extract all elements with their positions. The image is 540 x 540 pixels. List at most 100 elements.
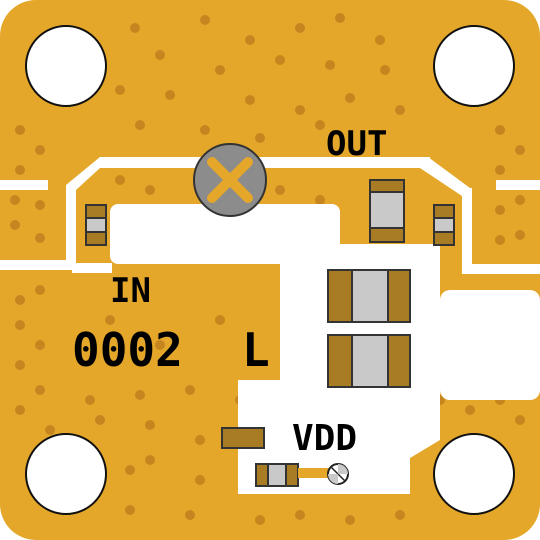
via-dot	[95, 415, 105, 425]
via-dot	[125, 505, 135, 515]
bias-resistor	[221, 427, 265, 449]
via-dot	[45, 425, 55, 435]
via-dot	[515, 195, 525, 205]
via-dot	[195, 475, 205, 485]
via-dot	[15, 320, 25, 330]
via-dot	[465, 405, 475, 415]
mounting-hole-icon	[25, 433, 107, 515]
output-trace-right-vertical	[462, 188, 472, 273]
via-dot	[185, 385, 195, 395]
input-trace-left-top	[0, 180, 48, 190]
via-dot	[395, 105, 405, 115]
via-dot	[165, 90, 175, 100]
via-dot	[335, 13, 345, 23]
via-dot	[200, 15, 210, 25]
via-dot	[35, 200, 45, 210]
in-pad-lower	[72, 263, 112, 273]
via-dot	[215, 65, 225, 75]
via-dot	[15, 165, 25, 175]
die-marker	[193, 143, 267, 217]
via-dot	[15, 125, 25, 135]
via-dot	[115, 175, 125, 185]
output-trace-right-bottom	[462, 264, 540, 274]
via-dot	[275, 55, 285, 65]
via-dot	[345, 515, 355, 525]
in-label: IN	[110, 271, 151, 311]
via-dot	[15, 295, 25, 305]
via-dot	[515, 230, 525, 240]
via-dot	[10, 220, 20, 230]
via-dot	[145, 420, 155, 430]
output-capacitor-body	[433, 217, 455, 233]
vdd-label: VDD	[292, 418, 357, 459]
via-dot	[345, 93, 355, 103]
via-dot	[495, 205, 505, 215]
via-dot	[495, 125, 505, 135]
via-dot	[275, 185, 285, 195]
mounting-hole-icon	[433, 433, 515, 515]
via-field	[10, 13, 525, 525]
decoupling-capacitor-2-body	[351, 334, 389, 388]
via-dot	[125, 465, 135, 475]
mounting-holes	[25, 25, 515, 515]
out-label: OUT	[326, 124, 387, 164]
input-trace-left-bottom	[0, 260, 72, 270]
via-dot	[395, 510, 405, 520]
components	[85, 179, 455, 487]
via-dot	[295, 23, 305, 33]
main-trace-top	[100, 157, 430, 168]
via-dot	[295, 105, 305, 115]
via-dot	[515, 415, 525, 425]
via-dot	[10, 195, 20, 205]
via-dot	[375, 35, 385, 45]
ground-pad-icon	[327, 463, 349, 485]
via-dot	[315, 195, 325, 205]
input-trace-left-vertical	[66, 185, 76, 270]
via-dot	[325, 60, 335, 70]
via-dot	[155, 340, 165, 350]
output-trace-diagonal	[420, 157, 470, 196]
via-dot	[495, 235, 505, 245]
input-capacitor-body	[85, 217, 107, 233]
via-dot	[35, 233, 45, 243]
via-dot	[195, 435, 205, 445]
via-dot	[200, 125, 210, 135]
via-dot	[135, 390, 145, 400]
via-dot	[295, 510, 305, 520]
via-dot	[245, 35, 255, 45]
via-dot	[130, 23, 140, 33]
via-dot	[515, 145, 525, 155]
via-dot	[35, 385, 45, 395]
output-trace-right-top	[496, 180, 540, 190]
via-dot	[35, 285, 45, 295]
via-dot	[155, 50, 165, 60]
via-dot	[85, 395, 95, 405]
via-dot	[215, 315, 225, 325]
die-x-icon	[207, 157, 253, 203]
via-dot	[15, 360, 25, 370]
bias-capacitor-body	[267, 463, 287, 487]
via-dot	[255, 133, 265, 143]
via-dot	[145, 455, 155, 465]
via-dot	[135, 120, 145, 130]
mounting-hole-icon	[25, 25, 107, 107]
via-dot	[145, 185, 155, 195]
via-dot	[245, 95, 255, 105]
right-side-pad	[440, 290, 540, 400]
via-dot	[185, 510, 195, 520]
via-dot	[35, 340, 45, 350]
part-number-label: 0002	[72, 323, 183, 377]
via-dot	[380, 65, 390, 75]
mounting-hole-icon	[433, 25, 515, 107]
via-dot	[255, 515, 265, 525]
via-dot	[315, 120, 325, 130]
via-dot	[115, 85, 125, 95]
via-dot	[105, 315, 115, 325]
output-choke-body	[369, 191, 405, 229]
via-dot	[15, 405, 25, 415]
ground-link	[298, 468, 330, 478]
variant-label: L	[242, 323, 270, 377]
decoupling-capacitor-1-body	[351, 269, 389, 323]
via-dot	[495, 165, 505, 175]
